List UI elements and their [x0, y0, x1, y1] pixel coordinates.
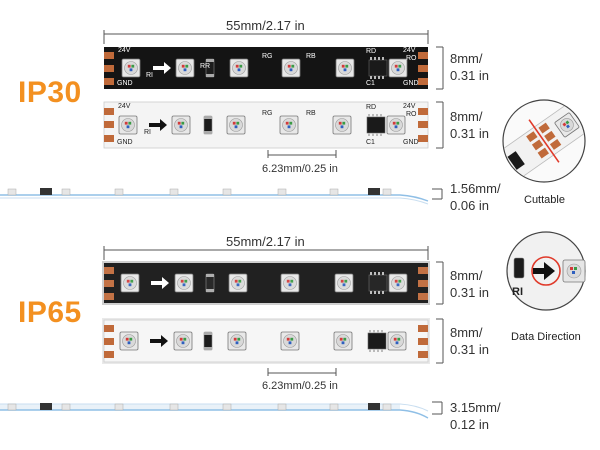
ip65-black-strip — [102, 261, 430, 305]
ip65-white-strip — [102, 318, 430, 364]
ip30-thickness-mm: 1.56mm/ — [450, 181, 501, 196]
pcb-white-rd-label: RD — [366, 104, 377, 111]
ip65-black-width-mm: 8mm/ — [450, 268, 483, 283]
length-label-bottom: 55mm/2.17 in — [226, 234, 305, 249]
pcb-white-gnd-label: GND — [117, 139, 133, 146]
ip30-black-width-in: 0.31 in — [450, 68, 490, 83]
ip65-thickness-mm: 3.15mm/ — [450, 400, 501, 415]
pcb-c1-label: C1 — [366, 80, 375, 87]
pitch-label-top: 6.23mm/0.25 in — [262, 163, 338, 175]
pcb-white-rb-label: RB — [306, 110, 316, 117]
pcb-white-rg-label: RG — [262, 110, 273, 117]
ip65-white-width-in: 0.31 in — [450, 342, 490, 357]
pcb-gnd-right-label: GND — [403, 80, 419, 87]
ip30-white-width-in: 0.31 in — [450, 126, 490, 141]
ip30-thickness-in: 0.06 in — [450, 198, 490, 213]
pcb-ro-label: RO — [406, 55, 417, 62]
pcb-rr-label: RR — [200, 63, 211, 70]
pcb-ri-label: RI — [146, 72, 153, 79]
ip30-label: IP30 — [18, 76, 82, 109]
ip65-black-width-in: 0.31 in — [450, 285, 490, 300]
pcb-24v-label: 24V — [118, 47, 131, 54]
pcb-rg-label: RG — [262, 53, 273, 60]
ip30-white-width-mm: 8mm/ — [450, 109, 483, 124]
ip30-black-width-mm: 8mm/ — [450, 51, 483, 66]
ip30-black-strip — [104, 47, 428, 89]
ip65-label: IP65 — [18, 296, 82, 329]
ip65-thickness-in: 0.12 in — [450, 417, 490, 432]
dimension-lines — [103, 30, 444, 415]
ip65-side-profile — [0, 403, 429, 419]
data-direction-caption: Data Direction — [511, 331, 581, 343]
length-label-top: 55mm/2.17 in — [226, 18, 305, 33]
data-direction-detail — [506, 231, 586, 311]
pitch-label-bottom: 6.23mm/0.25 in — [262, 380, 338, 392]
cuttable-caption: Cuttable — [524, 194, 565, 206]
pcb-white-24v-label: 24V — [118, 103, 131, 110]
pcb-rd-label: RD — [366, 48, 377, 55]
pcb-rb-label: RB — [306, 53, 316, 60]
pcb-white-ri-label: RI — [144, 129, 151, 136]
ip65-white-width-mm: 8mm/ — [450, 325, 483, 340]
pcb-white-24v-right-label: 24V — [403, 103, 416, 110]
pcb-white-gnd-right-label: GND — [403, 139, 419, 146]
pcb-24v-right-label: 24V — [403, 47, 416, 54]
pcb-gnd-label: GND — [117, 80, 133, 87]
ip30-side-profile — [0, 188, 429, 205]
cuttable-detail — [502, 99, 586, 183]
pcb-white-ro-label: RO — [406, 111, 417, 118]
ip30-white-strip — [103, 101, 429, 149]
data-direction-ri-label: RI — [512, 286, 523, 298]
pcb-white-c1-label: C1 — [366, 139, 375, 146]
